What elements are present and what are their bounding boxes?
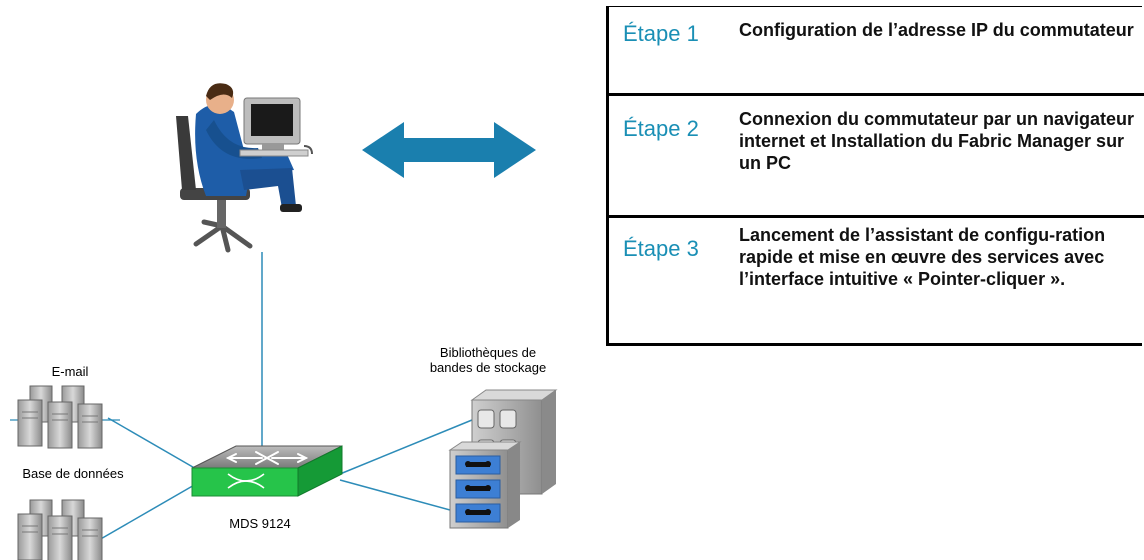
double-arrow-icon [362,122,536,178]
step-2-label: Étape 2 [623,116,699,141]
mds-switch-icon [191,445,343,497]
email-label: E-mail [51,364,89,379]
step-divider [609,93,1144,96]
database-server-cluster-icon [17,499,103,560]
email-server-cluster-icon [10,385,120,449]
user-workstation-icon [176,83,313,253]
step-1-text: Configuration de l’adresse IP du commuta… [739,20,1134,40]
link-db-switch [91,483,197,545]
link-switch-tape-2 [339,479,451,511]
tape-libraries-label: Bibliothèques de bandes de stockage [429,345,547,375]
step-3-text: Lancement de l’assistant de configu-rati… [739,225,1106,289]
link-email-switch [107,417,199,471]
link-switch-tape-1 [339,419,473,475]
step-3-label: Étape 3 [623,236,699,261]
connection-lines [91,252,473,545]
steps-panel: Étape 1 Configuration de l’adresse IP du… [606,6,1144,346]
step-1-label: Étape 1 [623,21,699,46]
database-label: Base de données [22,466,124,481]
step-2-text: Connexion du commutateur par un navigate… [739,109,1135,173]
step-divider [609,215,1144,218]
tape-library-icon [448,389,558,529]
switch-label: MDS 9124 [229,516,291,531]
